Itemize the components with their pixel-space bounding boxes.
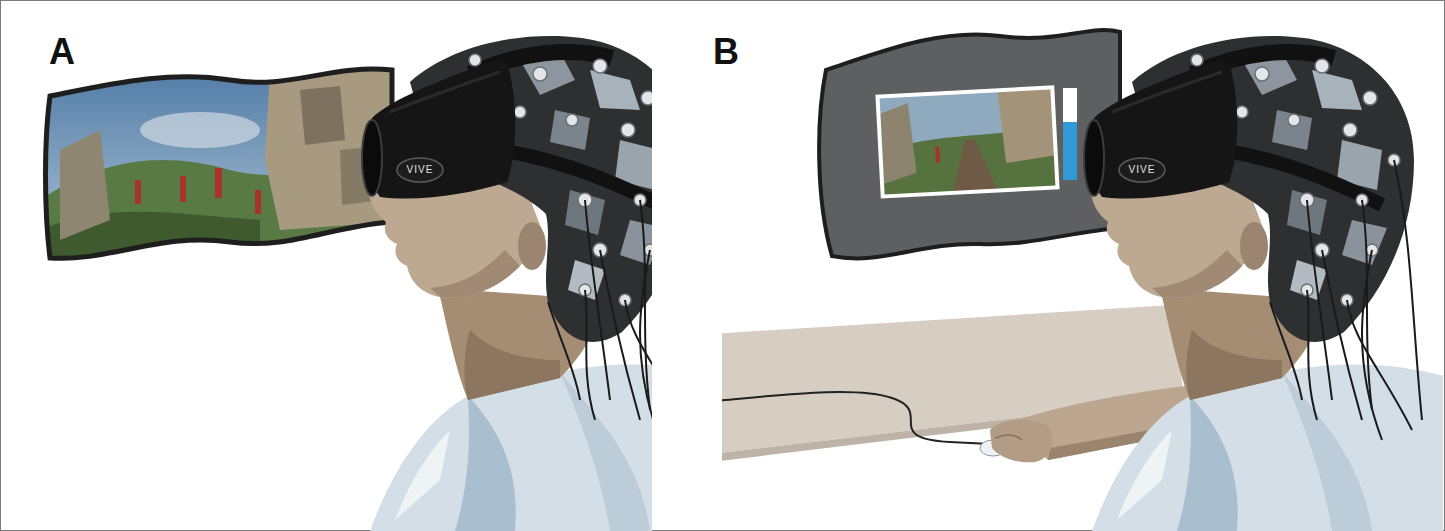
participant-figure (362, 36, 652, 531)
feedback-screen (819, 30, 1120, 258)
panel-letter: B (713, 34, 739, 70)
brand-logo: VIVE (407, 165, 434, 175)
participant-figure (1084, 36, 1443, 531)
panel-letter: A (49, 34, 75, 70)
vr-scene-screen (40, 60, 400, 270)
brand-logo: VIVE (1129, 165, 1156, 175)
